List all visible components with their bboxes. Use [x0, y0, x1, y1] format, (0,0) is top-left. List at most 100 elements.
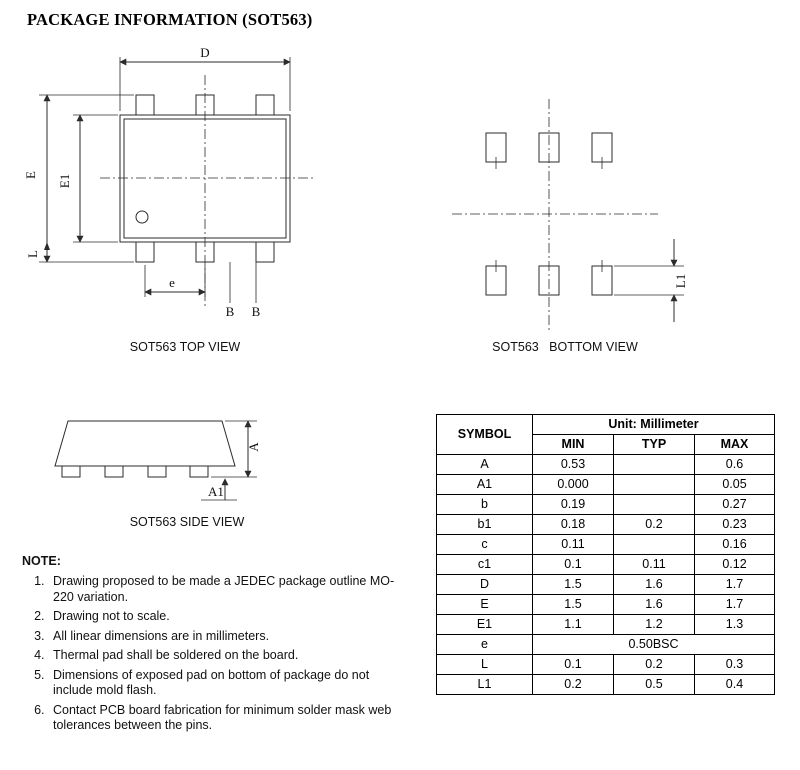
symbol-cell: e	[436, 634, 533, 655]
min-cell: 0.11	[532, 534, 614, 555]
max-cell: 1.3	[694, 614, 775, 635]
header-symbol: SYMBOL	[436, 414, 533, 455]
max-cell: 0.16	[694, 534, 775, 555]
table-row: D 1.5 1.6 1.7	[436, 574, 775, 595]
min-cell: 0.1	[532, 654, 614, 675]
dim-label-e: e	[169, 275, 175, 290]
min-cell: 0.19	[532, 494, 614, 515]
side-view-drawing: A A1	[35, 405, 305, 530]
table-row: e 0.50BSC	[436, 634, 775, 655]
typ-cell: 1.2	[613, 614, 695, 635]
min-cell: 0.53	[532, 454, 614, 475]
header-min: MIN	[532, 434, 614, 455]
symbol-cell: c1	[436, 554, 533, 575]
typ-cell	[613, 534, 695, 555]
top-view-caption: SOT563 TOP VIEW	[129, 340, 241, 354]
note-item: Contact PCB board fabrication for minimu…	[48, 703, 406, 734]
typ-cell: 0.5	[613, 674, 695, 695]
pad	[538, 265, 560, 296]
note-item: Dimensions of exposed pad on bottom of p…	[48, 668, 406, 699]
symbol-cell: A1	[436, 474, 533, 495]
note-item: All linear dimensions are in millimeters…	[48, 629, 406, 645]
pin-foot	[189, 465, 209, 478]
note-item: Thermal pad shall be soldered on the boa…	[48, 648, 406, 664]
package-inner-outline	[123, 118, 287, 239]
package-profile	[54, 420, 236, 467]
pin	[195, 241, 215, 263]
min-cell: 0.000	[532, 474, 614, 495]
pin-foot	[61, 465, 81, 478]
table-row: c1 0.1 0.11 0.12	[436, 554, 775, 575]
max-cell: 1.7	[694, 594, 775, 615]
pin	[135, 241, 155, 263]
table-header-row-1: SYMBOL Unit: Millimeter	[436, 414, 775, 455]
notes-heading: NOTE:	[22, 554, 61, 568]
section-label-B-left: B	[226, 304, 235, 319]
page-title: PACKAGE INFORMATION (SOT563)	[27, 10, 313, 29]
dim-label-E: E	[25, 171, 38, 179]
max-cell: 0.6	[694, 454, 775, 475]
max-cell: 0.23	[694, 514, 775, 535]
notes-list: Drawing proposed to be made a JEDEC pack…	[22, 574, 406, 734]
bottom-view-svg: L1	[452, 99, 688, 331]
symbol-cell: b	[436, 494, 533, 515]
min-cell: 0.1	[532, 554, 614, 575]
symbol-cell: E	[436, 594, 533, 615]
pin	[255, 94, 275, 116]
min-cell: 1.1	[532, 614, 614, 635]
table-row: L 0.1 0.2 0.3	[436, 654, 775, 675]
dim-label-A1: A1	[208, 484, 224, 499]
max-cell: 0.27	[694, 494, 775, 515]
max-cell: 1.7	[694, 574, 775, 595]
dim-label-L: L	[25, 250, 40, 258]
typ-cell: 1.6	[613, 574, 695, 595]
typ-cell	[613, 494, 695, 515]
table-row: E1 1.1 1.2 1.3	[436, 614, 775, 635]
typ-cell: 0.2	[613, 514, 695, 535]
min-cell: 0.18	[532, 514, 614, 535]
symbol-cell: c	[436, 534, 533, 555]
typ-cell	[613, 454, 695, 475]
note-item: Drawing proposed to be made a JEDEC pack…	[48, 574, 406, 605]
symbol-cell: D	[436, 574, 533, 595]
header-max: MAX	[694, 434, 775, 455]
note-item: Drawing not to scale.	[48, 609, 406, 625]
header-typ: TYP	[613, 434, 695, 455]
symbol-cell: E1	[436, 614, 533, 635]
dimensions-table: SYMBOL Unit: Millimeter MIN TYP MAX A 0.…	[436, 414, 775, 695]
pin1-indicator	[135, 210, 149, 224]
header-unit: Unit: Millimeter	[532, 414, 775, 435]
pin	[195, 94, 215, 116]
pin-foot	[147, 465, 167, 478]
side-view-caption: SOT563 SIDE VIEW	[129, 515, 245, 529]
bottom-view-drawing: L1	[440, 85, 700, 350]
min-cell: 1.5	[532, 574, 614, 595]
max-cell: 0.05	[694, 474, 775, 495]
pin	[135, 94, 155, 116]
max-cell: 0.3	[694, 654, 775, 675]
section-label-B-right: B	[252, 304, 261, 319]
table-row: L1 0.2 0.5 0.4	[436, 674, 775, 695]
pad	[538, 132, 560, 163]
min-cell: 0.2	[532, 674, 614, 695]
span-cell: 0.50BSC	[532, 634, 775, 655]
typ-cell	[613, 474, 695, 495]
table-row: A 0.53 0.6	[436, 454, 775, 475]
min-cell: 1.5	[532, 594, 614, 615]
table-header-row-2: MIN TYP MAX	[437, 434, 775, 455]
table-row: E 1.5 1.6 1.7	[436, 594, 775, 615]
max-cell: 0.12	[694, 554, 775, 575]
dim-label-D: D	[200, 45, 209, 60]
top-view-drawing: D E E1 L e B B	[23, 45, 335, 350]
bottom-view-caption: SOT563 BOTTOM VIEW	[492, 340, 638, 354]
symbol-cell: L1	[436, 674, 533, 695]
max-cell: 0.4	[694, 674, 775, 695]
dim-label-E1: E1	[57, 174, 72, 188]
top-view-svg: D E E1 L e B B	[23, 45, 315, 319]
table-row: b 0.19 0.27	[436, 494, 775, 515]
pin	[255, 241, 275, 263]
table-row: A1 0.000 0.05	[436, 474, 775, 495]
side-view-svg: A A1	[54, 420, 261, 501]
dim-label-L1: L1	[673, 274, 688, 288]
